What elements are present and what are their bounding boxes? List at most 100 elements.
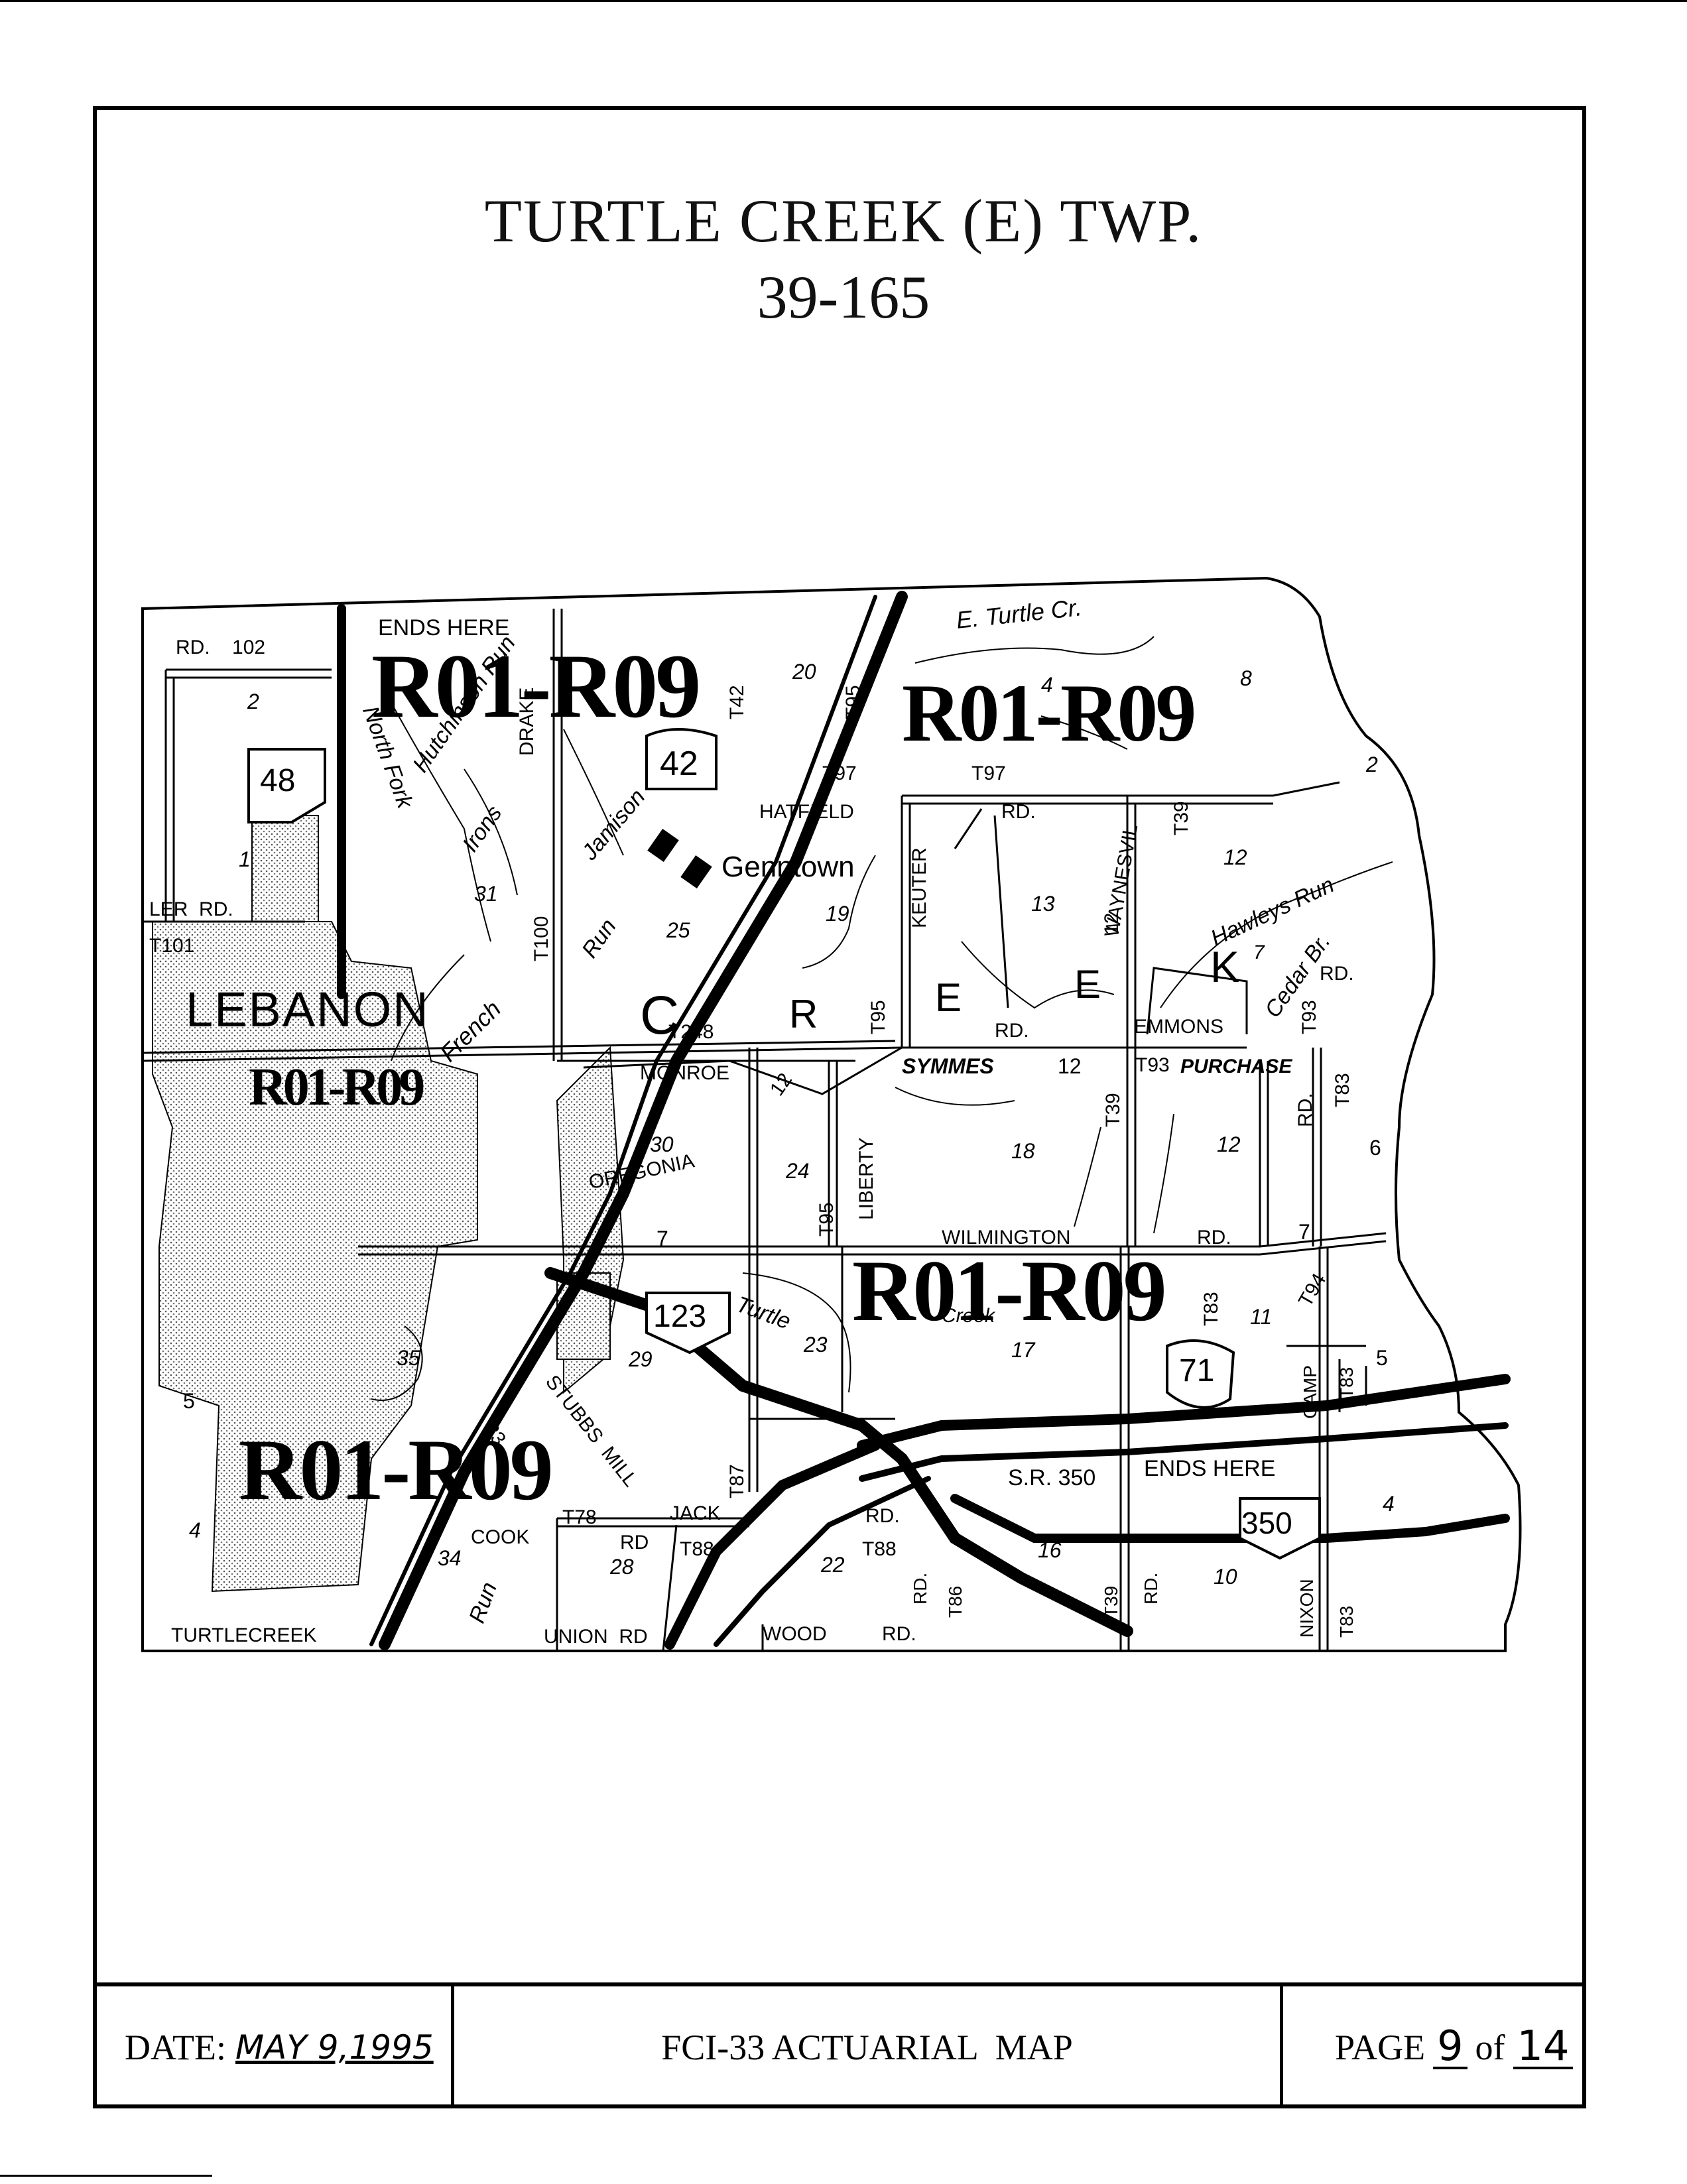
road-label: RD.	[1001, 801, 1036, 823]
section-number: 29	[629, 1347, 653, 1371]
section-number: 28	[610, 1555, 634, 1579]
section-number: 12	[1217, 1132, 1241, 1156]
rating-zone-label: R01-R09	[852, 1242, 1167, 1339]
road-label: STUBBS MILL	[540, 1371, 642, 1491]
road-label: T93	[1135, 1054, 1170, 1076]
lebanon-urban-area	[152, 921, 478, 1593]
section-number: 11	[1250, 1305, 1273, 1329]
section-number: 8	[1240, 666, 1252, 690]
town-genntown: Genntown	[721, 851, 855, 883]
route-350-shield: 350	[1241, 1506, 1292, 1540]
road-label: T39	[1170, 801, 1192, 835]
road-label: WILMINGTON	[942, 1227, 1071, 1248]
town-lebanon: LEBANON	[186, 982, 430, 1037]
footer-page-cell: PAGE 9 of 14	[1283, 1986, 1586, 2108]
township-letter: E	[1074, 962, 1101, 1006]
road-label: EMMONS	[1134, 1016, 1223, 1038]
page-current: 9	[1433, 2026, 1468, 2069]
map-code: 39-165	[757, 263, 930, 331]
section-number: 4	[1383, 1492, 1395, 1516]
township-letter: K	[1210, 942, 1240, 991]
section-number: 4	[1041, 673, 1053, 697]
stream-label: Run	[464, 1579, 503, 1626]
road-label: T248	[668, 1021, 714, 1043]
road-label: T39	[1102, 1093, 1124, 1127]
road-label: JACK	[670, 1502, 721, 1524]
date-value: MAY 9,1995	[235, 2028, 434, 2067]
road-label: RD.	[1141, 1572, 1161, 1605]
section-number: 30	[650, 1132, 674, 1156]
road-label: RD.	[865, 1505, 900, 1527]
stream-label: French	[434, 995, 507, 1067]
section-number: 13	[1031, 892, 1055, 916]
stream-label: Jamison	[577, 784, 651, 865]
section-number: 2	[247, 690, 259, 713]
rating-zone-label: R01-R09	[249, 1058, 425, 1117]
route-42-highway	[379, 591, 908, 1650]
section-number: 1	[239, 847, 251, 871]
route-350-shield-shape	[1239, 1497, 1321, 1560]
section-number: 12	[766, 1069, 797, 1100]
top-edge-mark	[0, 0, 1687, 2]
road-label: T39	[1101, 1585, 1121, 1618]
road-label: SYMMES	[902, 1054, 994, 1078]
rating-zone-label: R01-R09	[902, 668, 1196, 758]
route-42-shield: 42	[660, 745, 698, 783]
route-71-highway	[857, 1374, 1511, 1451]
road-label: RD.	[910, 1572, 930, 1605]
section-number: 20	[792, 660, 816, 684]
route-123-shield-shape	[645, 1292, 731, 1355]
stream-label: E. Turtle Cr.	[955, 593, 1084, 634]
section-number: 17	[1011, 1338, 1035, 1362]
page-label: PAGE	[1335, 2028, 1426, 2067]
route-71-shield: 71	[1179, 1353, 1215, 1388]
road-label: PURCHASE	[1180, 1056, 1292, 1077]
genntown-marker-2	[680, 855, 712, 888]
road-label: RD. 102	[176, 637, 266, 658]
section-number: 23	[804, 1333, 828, 1357]
stream-label: Irons	[458, 801, 507, 857]
road-label: T86	[945, 1585, 966, 1618]
footer: DATE: MAY 9,1995 FCI-33 ACTUARIAL MAP PA…	[93, 1982, 1586, 2108]
road-label: T101	[149, 935, 195, 957]
section-number: 34	[438, 1546, 462, 1570]
map-title: TURTLE CREEK (E) TWP.	[484, 187, 1203, 255]
section-number: 16	[1038, 1538, 1062, 1562]
section-number: 2	[1366, 753, 1378, 776]
section-number: 7	[1298, 1220, 1310, 1244]
stream-label: Creek	[942, 1305, 995, 1327]
road-label: T88	[680, 1538, 714, 1560]
road-label: T88	[862, 1538, 897, 1560]
section-number: 12	[1058, 1054, 1082, 1078]
section-number: 18	[1011, 1139, 1035, 1163]
section-number: 7	[656, 1227, 668, 1250]
road-label: T42	[726, 685, 748, 719]
page-total: 14	[1513, 2026, 1574, 2069]
road-label: ENDS HERE	[1144, 1456, 1276, 1481]
road-label: T95	[867, 1000, 889, 1034]
road-label: T97	[822, 762, 857, 784]
section-number: 6	[1369, 1136, 1381, 1160]
road-label: COOK	[471, 1526, 530, 1548]
section-number: 7	[1253, 941, 1265, 963]
section-number: 12	[1101, 912, 1123, 935]
road-label: T78	[562, 1506, 597, 1528]
road-label: RD.	[995, 1020, 1029, 1042]
road-label: HATFIELD	[759, 801, 854, 823]
route-48-shield: 48	[260, 763, 296, 798]
section-number: 25	[666, 918, 690, 942]
section-number: 12	[1223, 845, 1247, 869]
road-label: WOOD RD.	[763, 1623, 916, 1645]
genntown-marker-1	[647, 829, 679, 862]
section-number: 4	[189, 1518, 201, 1542]
road-label: S.R. 350	[1008, 1465, 1096, 1490]
road-label: ENDS HERE	[378, 615, 510, 640]
road-label: T95	[842, 685, 864, 719]
road-label: CAMP	[1300, 1365, 1320, 1419]
section-number: 31	[474, 882, 498, 906]
road-label: T94	[1294, 1270, 1331, 1311]
stream-label: Turtle	[733, 1292, 794, 1335]
road-label: KEUTER	[908, 847, 930, 928]
bottom-edge-mark	[0, 2175, 212, 2177]
